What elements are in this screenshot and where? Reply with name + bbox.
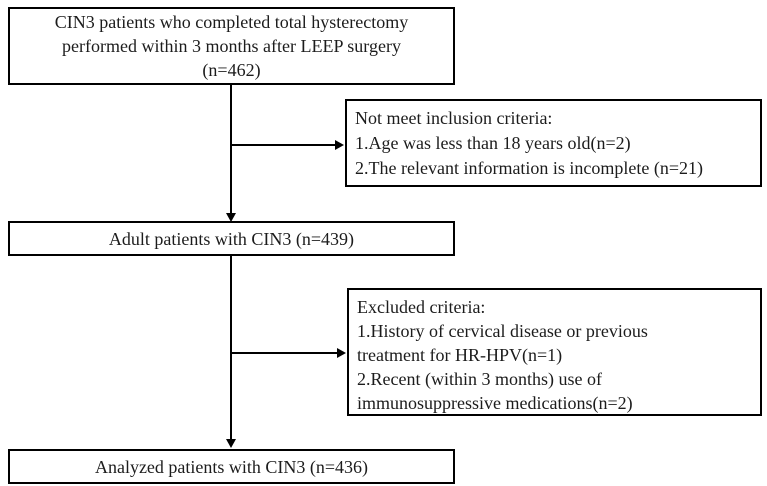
flow-box-adult-patients: Adult patients with CIN3 (n=439) [8, 221, 455, 256]
flow-box-analyzed-text: Analyzed patients with CIN3 (n=436) [94, 456, 369, 477]
connector-vertical-1 [230, 85, 232, 215]
flow-box-initial-patients: CIN3 patients who completed total hyster… [8, 7, 455, 85]
excluded-title: Excluded criteria: [357, 297, 486, 317]
connector-vertical-2 [230, 256, 232, 440]
flow-box-excluded-criteria: Excluded criteria: 1.History of cervical… [347, 288, 762, 416]
arrowhead-right-2 [337, 348, 346, 358]
connector-horizontal-1 [231, 144, 335, 146]
excluded-item-1-line2: treatment for HR-HPV(n=1) [357, 345, 563, 365]
not-meet-title: Not meet inclusion criteria: [355, 108, 553, 128]
flow-box-initial-line2: performed within 3 months after LEEP sur… [62, 36, 401, 56]
flow-box-initial-line1: CIN3 patients who completed total hyster… [54, 12, 409, 32]
excluded-item-1-line1: 1.History of cervical disease or previou… [357, 321, 648, 341]
excluded-item-2-line2: immunosuppressive medications(n=2) [357, 393, 633, 413]
flow-box-initial-count: (n=462) [202, 60, 261, 80]
flow-box-not-meet-inclusion: Not meet inclusion criteria: 1.Age was l… [345, 99, 762, 187]
excluded-item-2-line1: 2.Recent (within 3 months) use of [357, 369, 602, 389]
flow-box-analyzed-patients: Analyzed patients with CIN3 (n=436) [8, 449, 455, 484]
not-meet-item-2: 2.The relevant information is incomplete… [355, 158, 704, 178]
not-meet-item-1: 1.Age was less than 18 years old(n=2) [355, 133, 631, 153]
connector-horizontal-2 [231, 352, 337, 354]
arrowhead-down-1 [226, 213, 236, 222]
flow-box-adult-text: Adult patients with CIN3 (n=439) [108, 228, 355, 249]
arrowhead-down-2 [226, 439, 236, 448]
arrowhead-right-1 [335, 140, 344, 150]
